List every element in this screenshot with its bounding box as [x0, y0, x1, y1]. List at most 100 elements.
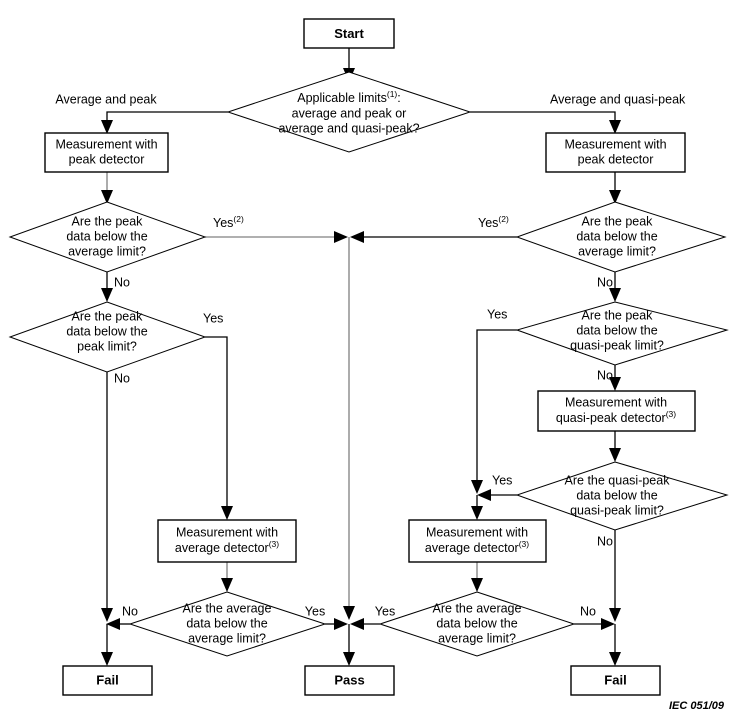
edge-left-peakavg-no	[101, 272, 113, 302]
edge-left-avgmeas-to-avgavg	[221, 562, 233, 592]
edge-right-to-fail	[609, 624, 621, 666]
right-qpqp-line1: Are the quasi-peak	[565, 473, 671, 487]
edge-right-qpmeas-to-qpqp	[609, 431, 621, 462]
edge-label-right-peakqp-yes: Yes	[487, 307, 507, 321]
left-peak-meas-line1: Measurement with	[55, 137, 157, 151]
node-right-average-vs-average[interactable]: Are the average data below the average l…	[378, 591, 576, 657]
right-avg-meas-line1: Measurement with	[426, 525, 528, 539]
edge-label-right-peakqp-no: No	[597, 368, 613, 382]
edge-right-peakqp-no	[609, 365, 621, 391]
left-peakpeak-line2: data below the	[66, 324, 147, 338]
left-peak-meas-line2: peak detector	[69, 152, 145, 166]
svg-text:Applicable limits(1):: Applicable limits(1):	[297, 89, 401, 105]
node-right-peak-measurement[interactable]: Measurement with peak detector	[545, 132, 686, 173]
limits-line1: Applicable limits	[297, 91, 387, 105]
right-peakqp-line1: Are the peak	[582, 308, 654, 322]
limits-line1-suffix: :	[397, 91, 400, 105]
right-peakavg-line1: Are the peak	[582, 214, 654, 228]
svg-text:average detector(3): average detector(3)	[425, 539, 529, 555]
edge-right-avgavg-no	[574, 618, 615, 630]
right-avgavg-line2: data below the	[436, 616, 517, 630]
node-fail-right[interactable]: Fail	[570, 665, 661, 696]
left-peakpeak-line1: Are the peak	[72, 309, 144, 323]
right-peak-meas-line2: peak detector	[578, 152, 654, 166]
node-left-peak-vs-peak[interactable]: Are the peak data below the peak limit?	[8, 301, 207, 373]
right-qp-meas-line1: Measurement with	[565, 395, 667, 409]
right-peakqp-line2: data below the	[576, 323, 657, 337]
node-left-peak-vs-average[interactable]: Are the peak data below the average limi…	[8, 201, 207, 273]
node-right-peak-vs-average[interactable]: Are the peak data below the average limi…	[515, 201, 727, 273]
edge-left-avgavg-yes	[325, 618, 348, 630]
right-avgavg-line1: Are the average	[433, 601, 522, 615]
right-peak-meas-line1: Measurement with	[564, 137, 666, 151]
edge-right-meas-to-peakavg	[609, 172, 621, 204]
left-peakavg-line1: Are the peak	[72, 214, 144, 228]
edge-left-to-fail	[101, 624, 113, 666]
node-right-average-measurement[interactable]: Measurement with average detector(3)	[408, 519, 547, 563]
node-fail-left[interactable]: Fail	[62, 665, 153, 696]
edge-label-right-peakavg-yes: Yes	[478, 216, 498, 230]
left-avgavg-line3: average limit?	[188, 631, 266, 645]
edge-left-peakpeak-no	[101, 372, 113, 622]
right-peakavg-line3: average limit?	[578, 244, 656, 258]
edge-label-right-peakavg-no: No	[597, 275, 613, 289]
node-left-peak-measurement[interactable]: Measurement with peak detector	[44, 132, 169, 173]
edge-right-avgmeas-to-avgavg	[471, 562, 483, 592]
edge-right-qpqp-yes	[477, 489, 517, 501]
fail-right-label: Fail	[604, 672, 626, 687]
edge-center-spine	[343, 237, 355, 620]
edge-label-branch-left: Average and peak	[55, 92, 157, 106]
node-pass[interactable]: Pass	[304, 665, 395, 696]
edge-label-right-avgavg-yes: Yes	[375, 604, 395, 618]
node-left-average-measurement[interactable]: Measurement with average detector(3)	[157, 519, 297, 563]
node-right-quasipeak-vs-quasipeak[interactable]: Are the quasi-peak data below the quasi-…	[515, 461, 729, 531]
figure-footer-label: IEC 051/09	[669, 700, 725, 712]
node-right-quasipeak-measurement[interactable]: Measurement with quasi-peak detector(3)	[537, 390, 696, 432]
left-avg-meas-line1: Measurement with	[176, 525, 278, 539]
svg-text:quasi-peak detector(3): quasi-peak detector(3)	[556, 409, 676, 425]
right-peakavg-line2: data below the	[576, 229, 657, 243]
left-avgavg-line2: data below the	[186, 616, 267, 630]
edge-label-left-peakavg-yes-sup: (2)	[233, 214, 244, 224]
limits-line2: average and peak or	[292, 106, 407, 120]
node-decision-applicable-limits[interactable]: Applicable limits(1): average and peak o…	[226, 71, 472, 153]
edge-label-right-qpqp-yes: Yes	[492, 473, 512, 487]
edge-right-peakqp-yes	[471, 329, 517, 494]
pass-label: Pass	[334, 672, 364, 687]
edge-label-left-peakavg-yes: Yes	[213, 216, 233, 230]
right-peakqp-line3: quasi-peak limit?	[570, 338, 664, 352]
right-qpqp-line2: data below the	[576, 488, 657, 502]
edge-label-right-avgavg-no: No	[580, 604, 596, 618]
left-avg-meas-sup: (3)	[269, 539, 280, 549]
right-avg-meas-sup: (3)	[519, 539, 530, 549]
right-qpqp-line3: quasi-peak limit?	[570, 503, 664, 517]
left-peakavg-line2: data below the	[66, 229, 147, 243]
edge-label-right-qpqp-no: No	[597, 534, 613, 548]
fail-left-label: Fail	[96, 672, 118, 687]
left-peakpeak-line3: peak limit?	[77, 339, 137, 353]
left-peakavg-line3: average limit?	[68, 244, 146, 258]
edge-center-to-pass	[343, 624, 355, 666]
edge-right-peakavg-yes-to-center	[350, 231, 517, 243]
node-start[interactable]: Start	[303, 18, 395, 49]
limits-line1-sup: (1)	[387, 89, 398, 99]
left-avg-meas-line2: average detector	[175, 541, 269, 555]
svg-text:Yes(2): Yes(2)	[213, 214, 244, 230]
edge-right-peakavg-no	[609, 272, 621, 302]
right-qp-meas-sup: (3)	[666, 409, 677, 419]
edge-left-meas-to-peakavg	[101, 172, 113, 204]
edge-left-peakavg-yes-to-center	[205, 231, 348, 243]
svg-text:average detector(3): average detector(3)	[175, 539, 279, 555]
node-left-average-vs-average[interactable]: Are the average data below the average l…	[128, 591, 327, 657]
right-avg-meas-line2: average detector	[425, 541, 519, 555]
right-qp-meas-line2: quasi-peak detector	[556, 411, 666, 425]
node-start-label: Start	[334, 26, 364, 41]
right-avgavg-line3: average limit?	[438, 631, 516, 645]
edge-right-qpqp-no	[609, 530, 621, 622]
svg-text:Yes(2): Yes(2)	[478, 214, 509, 230]
edge-label-left-avgavg-no: No	[122, 604, 138, 618]
node-right-peak-vs-quasipeak[interactable]: Are the peak data below the quasi-peak l…	[515, 301, 729, 366]
edge-limits-to-left	[101, 111, 228, 134]
